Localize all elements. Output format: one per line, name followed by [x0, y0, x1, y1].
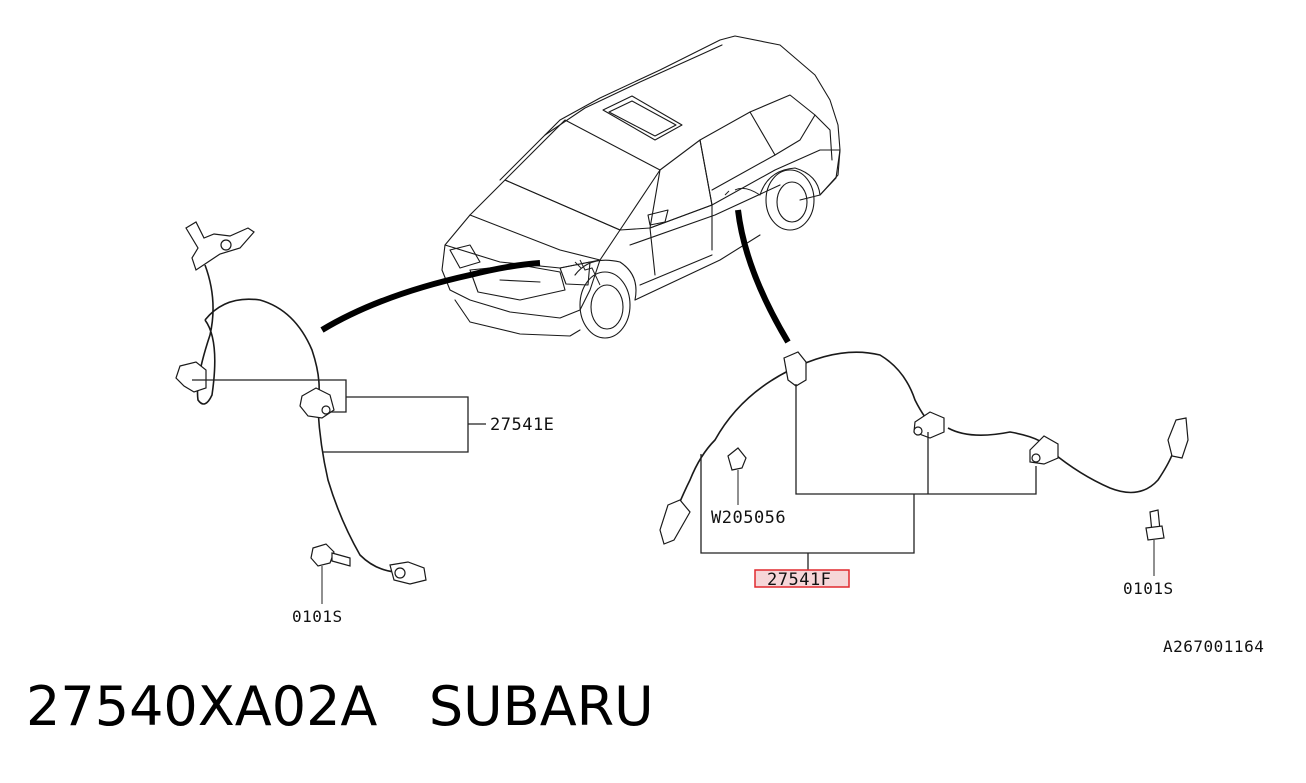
part-number: 27540XA02A — [26, 675, 378, 738]
front-callout-arrow — [320, 260, 541, 333]
bolt-label-right[interactable]: 0101S — [1123, 579, 1174, 598]
front-sensor-assembly — [175, 221, 486, 604]
part-label-27541f[interactable]: 27541F — [767, 570, 831, 590]
vehicle-illustration — [441, 35, 841, 339]
clip-label-w205056[interactable]: W205056 — [711, 508, 786, 528]
caption: 27540XA02A SUBARU — [26, 680, 654, 734]
callout-arrows — [320, 209, 791, 344]
highlight-box — [754, 569, 850, 588]
rear-sensor-assembly — [659, 351, 1189, 576]
brand-name: SUBARU — [428, 675, 654, 738]
bolt-label-left[interactable]: 0101S — [292, 607, 343, 626]
diagram-reference: A267001164 — [1163, 637, 1264, 656]
part-label-27541e[interactable]: 27541E — [490, 415, 554, 435]
rear-callout-arrow — [735, 209, 791, 344]
